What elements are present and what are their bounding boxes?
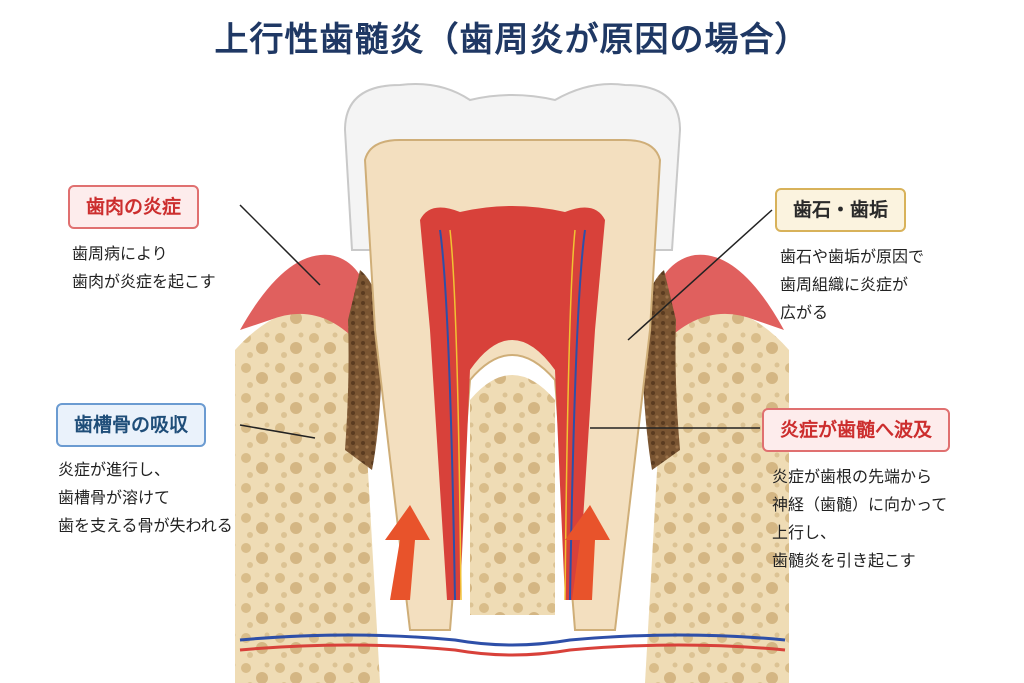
nerve-left	[439, 229, 456, 601]
label-gum-inflammation: 歯肉の炎症	[68, 185, 200, 229]
alveolar-bone-right	[645, 308, 789, 683]
vessel-left	[449, 229, 462, 601]
tartar-left	[345, 270, 383, 470]
interradicular-bone	[470, 375, 555, 615]
desc-gum-inflammation: 歯周病により 歯肉が炎症を起こす	[72, 244, 216, 291]
leader-bone	[239, 424, 316, 439]
leader-gum	[239, 204, 321, 286]
nerve-right	[569, 229, 586, 601]
label-pulp-spread: 炎症が歯髄へ波及	[762, 408, 951, 452]
bottom-vessel	[239, 643, 786, 657]
desc-tartar-plaque: 歯石や歯垢が原因で 歯周組織に炎症が 広がる	[780, 247, 925, 322]
desc-pulp-spread: 炎症が歯根の先端から 神経（歯髄）に向かって 上行し、 歯髄炎を引き起こす	[772, 467, 948, 570]
vessel-right	[564, 229, 576, 601]
pulp	[420, 206, 605, 600]
label-bone-resorption: 歯槽骨の吸収	[56, 403, 207, 447]
alveolar-bone-left	[235, 308, 380, 683]
label-tartar-plaque: 歯石・歯垢	[775, 188, 907, 232]
desc-bone-resorption: 炎症が進行し、 歯槽骨が溶けて 歯を支える骨が失われる	[58, 460, 233, 535]
gum-left	[240, 254, 370, 345]
arrow-left-icon	[385, 505, 430, 600]
bottom-nerve	[239, 633, 786, 647]
arrow-right-icon	[565, 505, 610, 600]
gum-right	[652, 254, 784, 345]
leader-tartar	[627, 209, 773, 341]
page-title: 上行性歯髄炎（歯周炎が原因の場合）	[214, 20, 810, 60]
